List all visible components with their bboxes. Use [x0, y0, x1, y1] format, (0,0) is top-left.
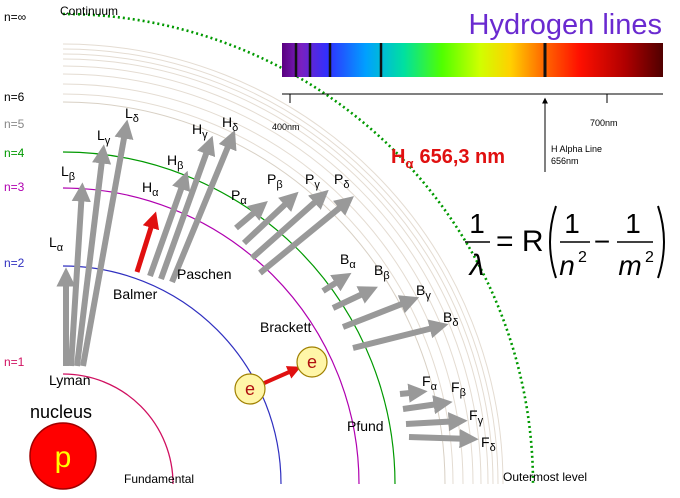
- pfund-alpha-label: Fα: [422, 373, 438, 393]
- balmer-delta-label: Hδ: [222, 114, 238, 134]
- proton-label: p: [55, 441, 72, 474]
- brackett-alpha-arrow: [323, 277, 345, 291]
- h-alpha-marker-wavelength: 656nm: [551, 156, 579, 166]
- pfund-delta-label: Fδ: [481, 434, 496, 454]
- electron-transition: e e: [235, 347, 327, 404]
- orbit-shells: [63, 14, 533, 484]
- formula-m: m: [618, 250, 641, 281]
- series-label-brackett: Brackett: [260, 319, 311, 335]
- paschen-alpha-label: Pα: [231, 187, 247, 207]
- paschen-delta-label: Pδ: [334, 171, 349, 191]
- balmer-alpha-label: Hα: [142, 179, 159, 199]
- brackett-gamma-arrow: [343, 300, 412, 327]
- formula-paren-right: [658, 206, 664, 278]
- formula-m-exponent: 2: [645, 249, 654, 266]
- continuum-label: Continuum: [60, 4, 118, 18]
- formula-numerator-1: 1: [469, 208, 485, 239]
- series-label-balmer: Balmer: [113, 286, 158, 302]
- nucleus-label: nucleus: [30, 402, 92, 422]
- shell-label-n6: n=6: [4, 90, 25, 104]
- shell-label-n3: n=3: [4, 180, 25, 194]
- pfund-delta-arrow: [409, 437, 471, 439]
- brackett-alpha-label: Bα: [340, 251, 356, 271]
- balmer-gamma-label: Hγ: [192, 121, 208, 141]
- page-title: Hydrogen lines: [469, 9, 662, 41]
- series-label-lyman: Lyman: [49, 372, 91, 388]
- brackett-beta-label: Bβ: [374, 262, 390, 282]
- tick-label-400: 400nm: [272, 122, 300, 132]
- paschen-beta-arrow: [244, 197, 293, 243]
- paschen-gamma-label: Pγ: [305, 171, 320, 191]
- formula-paren-left: [550, 206, 556, 278]
- lyman-delta-label: Lδ: [125, 105, 139, 125]
- shell-label-n1: n=1: [4, 355, 25, 369]
- spectrum-bar: [282, 43, 663, 77]
- paschen-beta-label: Pβ: [267, 171, 283, 191]
- lyman-alpha-label: Lα: [49, 234, 64, 254]
- brackett-delta-label: Bδ: [443, 309, 458, 329]
- pfund-alpha-arrow: [400, 392, 420, 394]
- tick-label-700: 700nm: [590, 118, 618, 128]
- formula-equals-r: = R: [496, 225, 544, 258]
- h-alpha-marker-label: H Alpha Line: [551, 144, 602, 154]
- pfund-gamma-arrow: [406, 421, 460, 424]
- formula-n-exponent: 2: [578, 249, 587, 266]
- lyman-gamma-label: Lγ: [97, 127, 111, 147]
- formula-minus: −: [594, 226, 610, 257]
- formula-numerator-3: 1: [625, 208, 641, 239]
- shell-label-n5: n=5: [4, 117, 25, 131]
- electron-jump-arrow: [262, 369, 296, 384]
- shell-label-n2: n=2: [4, 256, 25, 270]
- formula-numerator-2: 1: [564, 208, 580, 239]
- series-label-paschen: Paschen: [177, 266, 231, 282]
- formula-lambda: λ: [468, 249, 485, 282]
- series-label-pfund: Pfund: [347, 418, 384, 434]
- shell-label-n4: n=4: [4, 146, 25, 160]
- brackett-gamma-label: Bγ: [416, 282, 431, 302]
- shell-label-n-infinity: n=∞: [4, 10, 26, 24]
- rydberg-formula: 1 λ = R 1 n 2 − 1 m 2: [465, 206, 664, 282]
- shell-labels: n=∞ n=6 n=5 n=4 n=3 n=2 n=1: [4, 10, 26, 369]
- electron-lower-label: e: [245, 379, 255, 399]
- fundamental-label: Fundamental: [124, 472, 194, 486]
- pfund-beta-arrow: [403, 403, 445, 409]
- outermost-level-label: Outermost level: [503, 470, 587, 484]
- lyman-beta-label: Lβ: [61, 163, 75, 183]
- formula-n: n: [559, 250, 575, 281]
- electron-upper-label: e: [307, 352, 317, 372]
